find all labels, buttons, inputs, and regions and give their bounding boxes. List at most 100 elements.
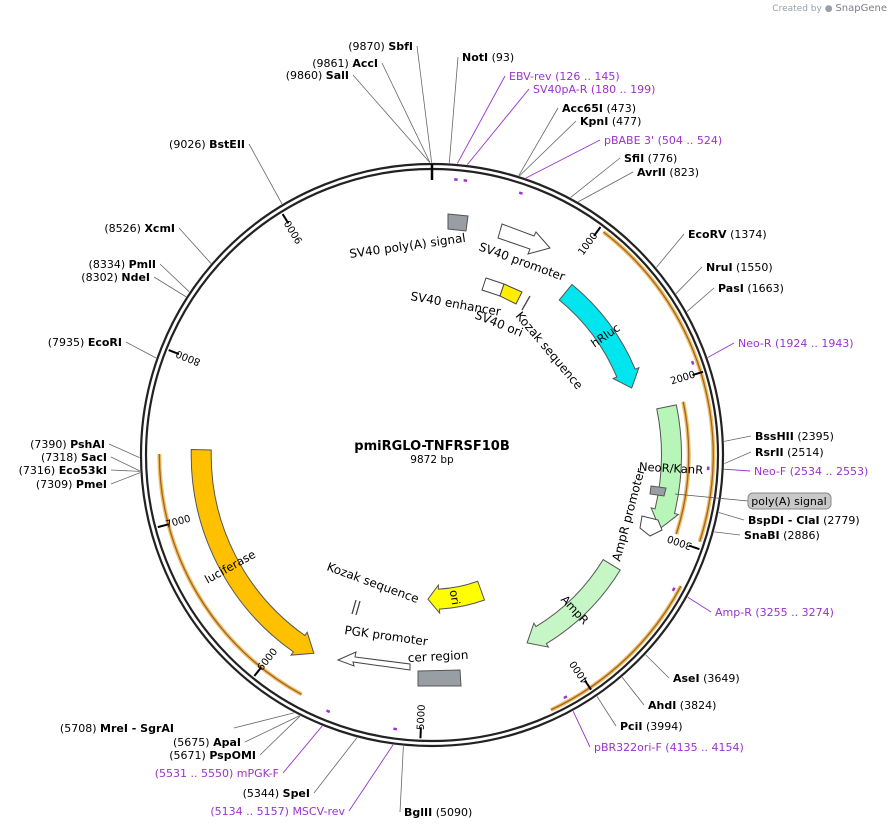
enzyme-name-bglii: BglII: [404, 806, 432, 819]
primer-label-mpgk-f: (5531 .. 5550) mPGK-F: [155, 767, 279, 780]
enzyme-pcii: PciI (3994): [596, 696, 683, 733]
sv40-polya-label: SV40 poly(A) signal: [348, 231, 466, 261]
enzyme-label-spei: (5344) SpeI: [243, 787, 310, 800]
enzyme-sbfi: (9870) SbfI: [348, 40, 433, 163]
enzyme-leader-pshai: [108, 443, 140, 458]
enzyme-avrii: AvrII (823): [578, 166, 699, 203]
enzyme-pspomi: (5671) PspOMI: [169, 715, 301, 762]
enzyme-leader-nrui: [675, 266, 703, 294]
primer-range-mpgk-f: (5531 .. 5550): [155, 767, 237, 780]
enzyme-label-ahdi: AhdI (3824): [648, 699, 716, 712]
polya-signal-label: poly(A) signal: [751, 495, 826, 508]
enzyme-bspdi: BspDI - ClaI (2779): [718, 512, 860, 527]
enzyme-sfii: SfiI (776): [570, 152, 677, 198]
polya-leader: [674, 493, 749, 502]
enzyme-rsrii: RsrII (2514): [724, 446, 824, 464]
primer-mark-mpgk-f: [326, 709, 331, 714]
enzyme-xcmi: (8526) XcmI: [104, 222, 212, 264]
sv40-promoter-arrow: [497, 223, 551, 255]
enzyme-label-ecorv: EcoRV (1374): [688, 228, 767, 241]
primer-label-pbr322ori-f: pBR322ori-F (4135 .. 4154): [594, 741, 744, 754]
enzyme-position-spei: (5344): [243, 787, 283, 800]
orf-line-3: [550, 585, 682, 711]
pgk-promoter-arrow: [336, 651, 411, 671]
enzyme-leader-snabi: [714, 531, 741, 536]
enzyme-label-sali: (9860) SalI: [286, 69, 349, 82]
enzyme-label-acci: (9861) AccI: [312, 57, 378, 70]
created-by-text: Created by: [772, 4, 822, 14]
enzyme-position-pmli: (8334): [89, 258, 129, 271]
enzyme-spei: (5344) SpeI: [243, 737, 358, 800]
enzyme-position-eco53ki: (7316): [19, 464, 59, 477]
enzyme-leader-ndei: [153, 276, 187, 298]
enzyme-label-pshai: (7390) PshAI: [30, 438, 105, 451]
enzyme-leader-xcmi: [178, 227, 212, 264]
enzyme-label-snabi: SnaBI (2886): [744, 529, 820, 542]
enzyme-name-spei: SpeI: [283, 787, 310, 800]
primer-name-pbr322ori-f: pBR322ori-F: [594, 741, 662, 754]
primer-mpgk-f: (5531 .. 5550) mPGK-F: [155, 709, 331, 780]
enzyme-label-avrii: AvrII (823): [637, 166, 699, 179]
primer-leader-pbabe-3: [525, 139, 601, 179]
enzyme-pshai: (7390) PshAI: [30, 438, 140, 458]
enzyme-name-bsshii: BssHII: [755, 430, 794, 443]
enzyme-saci: (7318) SacI: [41, 451, 141, 472]
enzyme-name-snabi: SnaBI: [744, 529, 780, 542]
enzyme-leader-apai: [244, 715, 300, 743]
primer-range-neo-r: (1924 .. 1943): [772, 337, 854, 350]
cer-region-box: [417, 669, 462, 687]
enzyme-position-bspdi: (2779): [820, 514, 860, 527]
enzyme-leader-bglii: [399, 746, 404, 813]
enzyme-leader-bsshii: [724, 435, 752, 442]
tick-label-9000: 9000: [283, 218, 306, 245]
primer-ebv-rev: EBV-rev (126 .. 145): [454, 70, 620, 181]
enzyme-leader-sbfi: [416, 45, 433, 163]
tick-mark-9000: [281, 213, 290, 224]
primer-pbabe-3: pBABE 3' (504 .. 524): [518, 134, 722, 195]
enzyme-name-apai: ApaI: [213, 736, 241, 749]
ampr-promoter-label: AmpR promoter: [609, 467, 647, 563]
primer-leader-pbr322ori-f: [572, 711, 591, 748]
enzyme-name-ecori: EcoRI: [88, 336, 122, 349]
tick-label-7000: 7000: [165, 514, 192, 531]
primer-range-sv40pa-r: (180 .. 199): [587, 83, 655, 96]
tick-label-6000: 6000: [256, 647, 281, 674]
primer-label-ebv-rev: EBV-rev (126 .. 145): [509, 70, 620, 83]
enzyme-name-xcmi: XcmI: [144, 222, 175, 235]
enzyme-leader-pmei: [110, 472, 141, 485]
feature-luciferase: [190, 448, 315, 656]
enzyme-leader-acc65i: [518, 107, 559, 176]
enzyme-name-ahdi: AhdI: [648, 699, 676, 712]
enzyme-name-mrei: MreI: [100, 722, 128, 735]
enzyme-name-pcii: PciI: [620, 720, 642, 733]
enzyme-position-pcii: (3994): [642, 720, 682, 733]
enzyme-sali: (9860) SalI: [286, 69, 431, 163]
enzyme-leader-ecorv: [656, 233, 685, 268]
plasmid-size: 9872 bp: [410, 454, 454, 466]
enzyme-bsteii: (9026) BstEII: [169, 138, 283, 205]
primer-mark-pbr322ori-f: [563, 695, 568, 700]
enzyme-acci: (9861) AccI: [312, 57, 431, 163]
enzyme-label-sfii: SfiI (776): [624, 152, 677, 165]
tick-label-2000: 2000: [669, 369, 697, 387]
tick-mark-8000: [168, 349, 180, 356]
tick-label-1000: 1000: [576, 231, 600, 258]
enzyme-label-nrui: NruI (1550): [706, 261, 773, 274]
ampr-promoter-arrow: [639, 515, 663, 537]
enzyme-leader-spei: [313, 737, 358, 794]
enzyme-extra-bspdi: - ClaI: [784, 514, 820, 527]
primer-range-pbabe-3: (504 .. 524): [654, 134, 722, 147]
tick-mark-1000: [593, 226, 602, 237]
enzyme-label-xcmi: (8526) XcmI: [104, 222, 175, 235]
polya-signal-badge: [747, 492, 832, 510]
enzyme-position-sbfi: (9870): [348, 40, 388, 53]
primer-name-pbabe-3: pBABE 3': [604, 134, 654, 147]
enzyme-label-asei: AseI (3649): [673, 672, 740, 685]
enzyme-nrui: NruI (1550): [675, 261, 773, 294]
enzyme-leader-bsteii: [248, 143, 283, 205]
enzyme-position-acci: (9861): [312, 57, 352, 70]
primer-name-mscv-rev: MSCV-rev: [292, 805, 345, 818]
kozak-tick-2b: [355, 600, 361, 616]
tick-label-3000: 3000: [666, 532, 694, 551]
enzyme-acc65i: Acc65I (473): [518, 102, 636, 176]
